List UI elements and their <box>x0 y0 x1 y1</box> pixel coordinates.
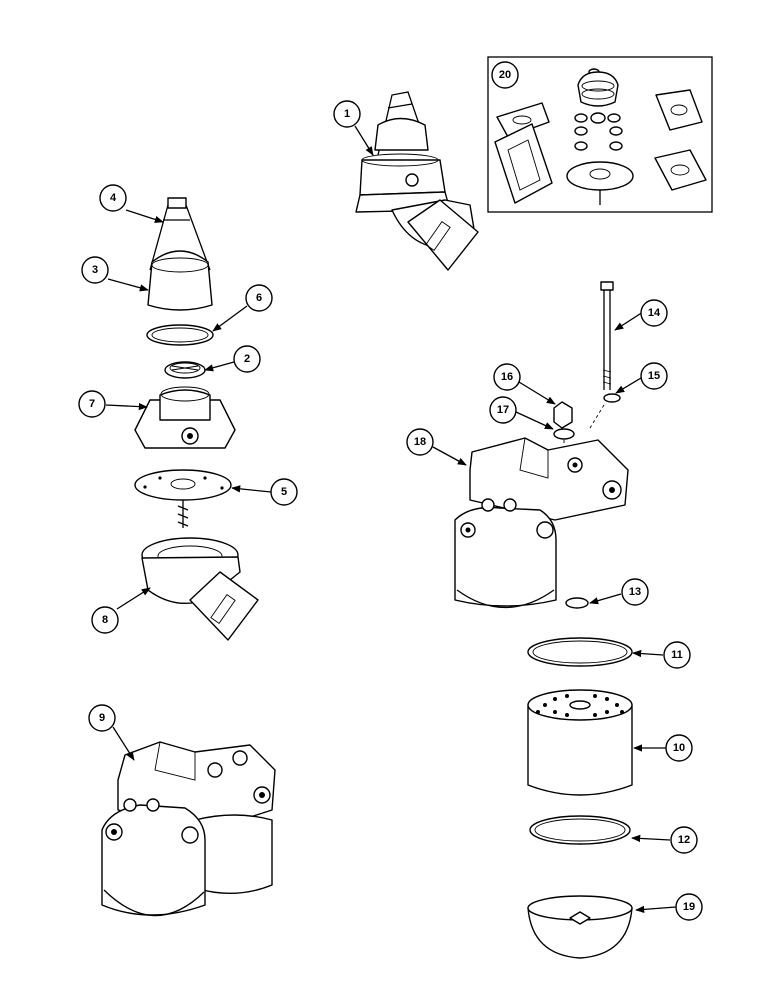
filter-element <box>527 689 633 796</box>
callout-label: 17 <box>497 404 509 416</box>
callout-1: 1 <box>333 100 361 128</box>
banjo-bolt <box>553 401 573 429</box>
o-ring <box>565 597 589 609</box>
callout-5: 5 <box>270 478 298 506</box>
top-seal <box>527 637 633 667</box>
filter-bowl <box>527 895 633 959</box>
callout-label: 9 <box>99 712 105 724</box>
callout-label: 5 <box>281 486 287 498</box>
callout-8: 8 <box>91 606 119 634</box>
centre-bolt <box>600 281 614 390</box>
callout-label: 3 <box>92 264 98 276</box>
sealing-ring-6 <box>146 324 214 346</box>
callout-label: 10 <box>673 742 685 754</box>
callout-2: 2 <box>233 345 261 373</box>
callout-label: 6 <box>256 292 262 304</box>
callout-17: 17 <box>489 396 517 424</box>
leader-lines <box>105 125 677 914</box>
callout-19: 19 <box>675 893 703 921</box>
callout-label: 19 <box>683 901 695 913</box>
callout-7: 7 <box>78 390 106 418</box>
callout-label: 14 <box>648 307 661 319</box>
repair-kit-group <box>487 56 713 213</box>
pump-body <box>141 537 259 641</box>
filter-head-single <box>454 437 629 609</box>
callout-10: 10 <box>665 734 693 762</box>
callout-label: 16 <box>501 371 513 383</box>
callout-13: 13 <box>621 578 649 606</box>
callout-3: 3 <box>81 256 109 284</box>
stirrup-clip <box>149 197 211 271</box>
sediment-bowl <box>147 250 213 311</box>
pump-cover <box>134 386 236 449</box>
callout-label: 18 <box>414 436 426 448</box>
callout-9: 9 <box>88 704 116 732</box>
callout-label: 20 <box>499 69 511 81</box>
filter-head-twin <box>101 741 276 917</box>
callout-11: 11 <box>663 641 691 669</box>
callout-15: 15 <box>640 362 668 390</box>
callout-label: 7 <box>89 398 95 410</box>
callout-label: 8 <box>102 614 108 626</box>
callout-label: 11 <box>671 649 683 661</box>
alignment-line <box>589 404 605 429</box>
callout-14: 14 <box>640 299 668 327</box>
callout-label: 4 <box>110 192 117 204</box>
callout-4: 4 <box>99 184 127 212</box>
lift-pump-assembly <box>355 91 479 271</box>
diaphragm <box>134 469 232 528</box>
centre-bolt-washer <box>603 393 621 403</box>
callout-16: 16 <box>493 363 521 391</box>
callout-label: 15 <box>648 370 660 382</box>
callout-label: 2 <box>244 353 250 365</box>
callout-12: 12 <box>670 826 698 854</box>
callout-20: 20 <box>491 61 519 89</box>
banjo-washer <box>553 428 575 440</box>
callout-label: 13 <box>629 586 641 598</box>
gauze-filter <box>164 361 206 379</box>
callout-18: 18 <box>406 428 434 456</box>
bottom-seal <box>529 815 631 845</box>
callout-label: 1 <box>344 108 350 120</box>
callout-label: 12 <box>678 834 690 846</box>
callout-6: 6 <box>245 284 273 312</box>
